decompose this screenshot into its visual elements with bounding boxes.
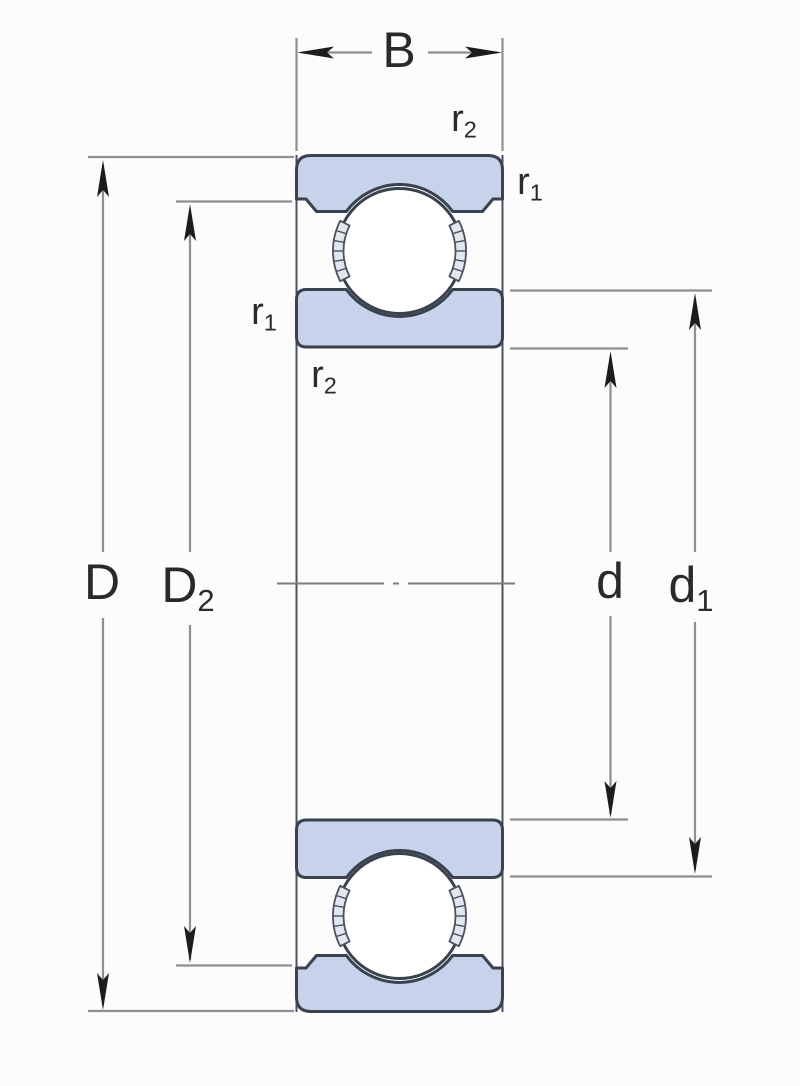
label-r1-topright-sub: 1: [529, 179, 543, 206]
label-r2-top-sub: 2: [463, 116, 477, 143]
label-outer-diameter-D: D: [84, 557, 120, 613]
label-chamfer-r2-left: r2: [311, 356, 337, 398]
hatch-line: [452, 229, 463, 235]
outer-ring-cross-section: [295, 154, 504, 213]
cage-hatch-left: [333, 229, 347, 273]
arrow-D-up: [97, 160, 109, 197]
label-r1-left-main: r: [251, 290, 264, 333]
hatch-line: [454, 239, 466, 243]
arrow-D-down: [97, 973, 109, 1010]
label-d1-sub: 1: [696, 582, 714, 618]
label-r2-top-main: r: [451, 97, 464, 140]
arrow-D2-up: [184, 204, 196, 241]
hatch-line: [336, 267, 347, 273]
label-r2-left-main: r: [311, 353, 324, 396]
inner-ring-cross-section: [295, 288, 504, 349]
cage-hatch-right: [452, 229, 466, 273]
arrow-B-left: [297, 46, 334, 59]
bearing-section-bottom: [295, 818, 504, 1013]
label-D2-sub: 2: [197, 582, 215, 618]
hatch-line: [452, 267, 463, 273]
hatch-line: [333, 259, 345, 263]
arrow-B-right: [465, 46, 502, 59]
label-r1-topright-main: r: [517, 160, 530, 203]
hatch-line: [333, 239, 345, 243]
label-recess-diameter-D2: D2: [161, 560, 214, 616]
label-shoulder-diameter-d1: d1: [668, 560, 713, 616]
extension-lines: [88, 38, 712, 1013]
arrow-d1-down: [689, 837, 701, 874]
hatch-line: [454, 259, 466, 263]
label-D2-main: D: [161, 557, 198, 614]
label-d1-main: d: [668, 557, 697, 614]
label-chamfer-r2-top: r2: [451, 100, 477, 142]
bearing-section-top: [295, 154, 504, 349]
label-width-B: B: [382, 25, 415, 81]
arrow-d-down: [604, 781, 617, 818]
label-D-main: D: [83, 554, 121, 611]
arrow-D2-down: [184, 926, 196, 963]
ball: [335, 187, 464, 315]
dimension-lines: [101, 51, 697, 1005]
arrowheads: [97, 46, 701, 1010]
hatch-line: [336, 229, 347, 235]
arrow-d-up: [604, 351, 617, 388]
label-r2-left-sub: 2: [323, 372, 337, 399]
arrow-d1-up: [689, 293, 701, 330]
label-B-main: B: [382, 22, 416, 79]
label-bore-diameter-d: d: [596, 556, 624, 612]
label-chamfer-r1-top-right: r1: [517, 163, 543, 205]
label-d-main: d: [596, 553, 624, 610]
label-r1-left-sub: 1: [263, 309, 277, 336]
label-chamfer-r1-left: r1: [251, 293, 277, 335]
